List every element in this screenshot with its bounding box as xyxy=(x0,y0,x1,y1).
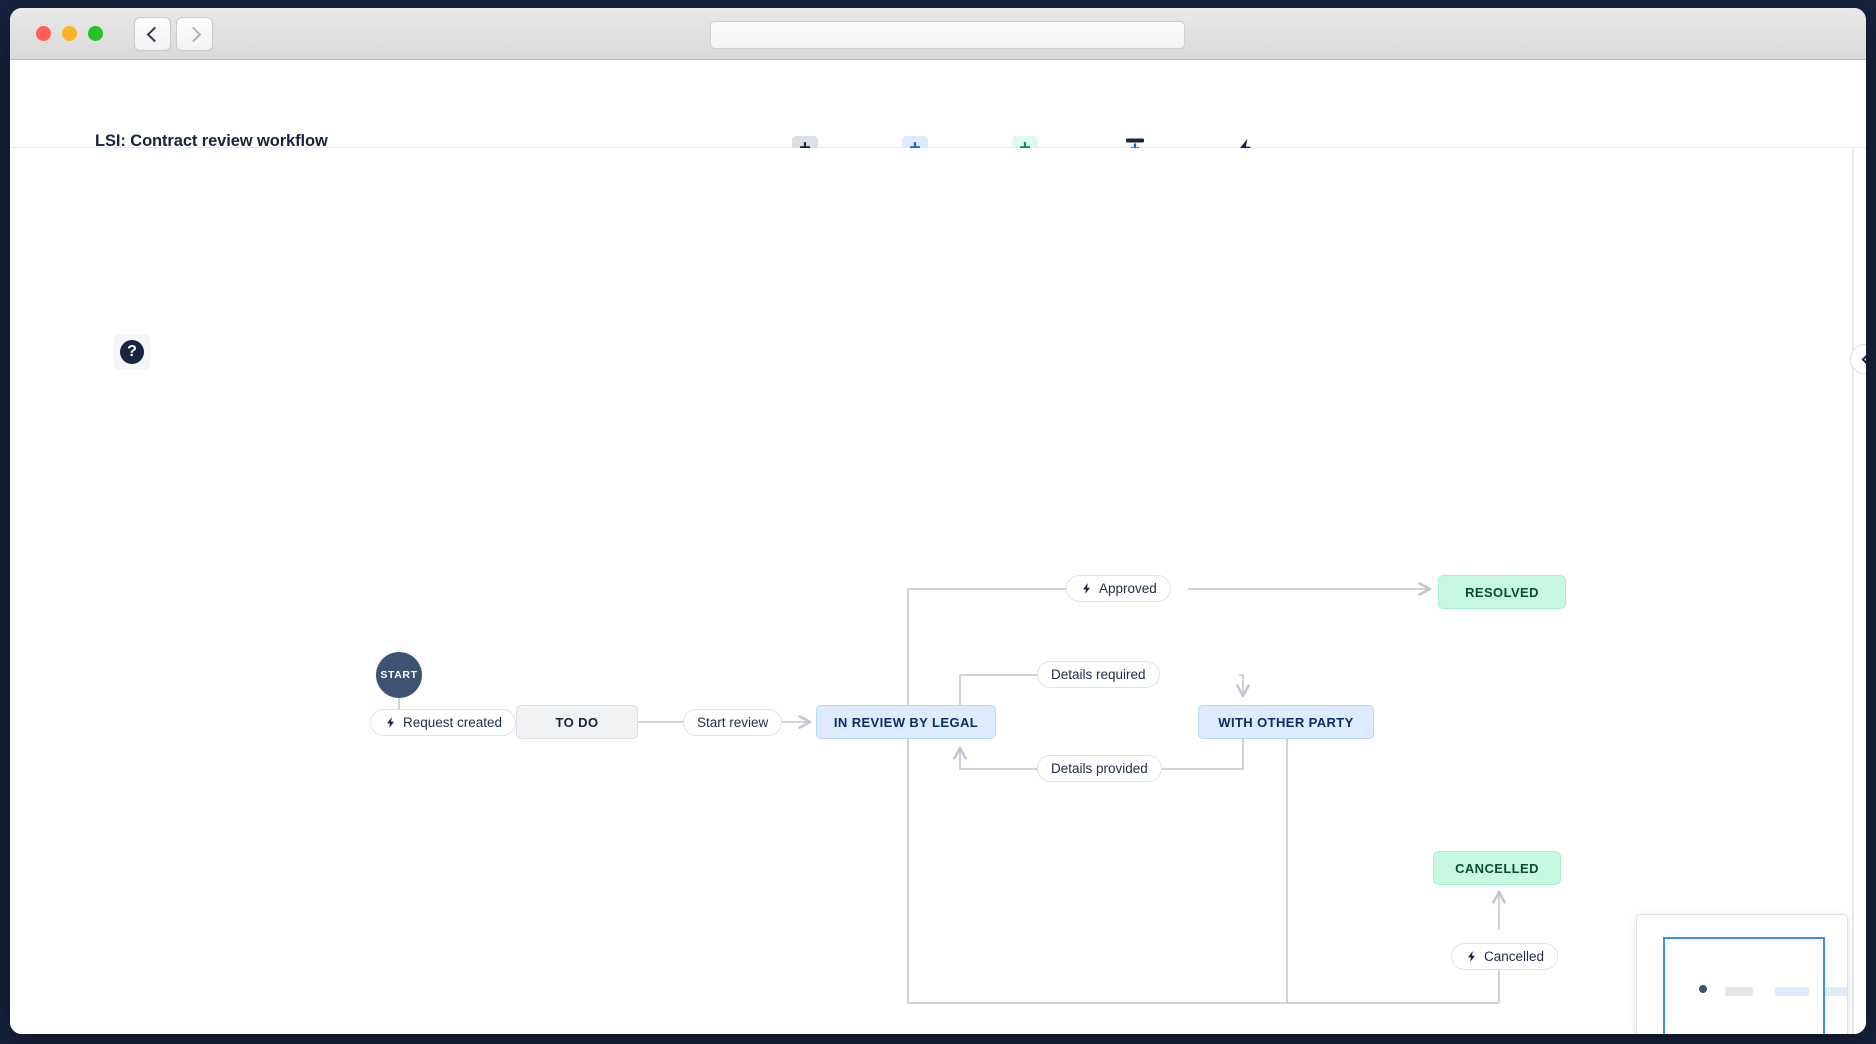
question-mark-icon: ? xyxy=(120,340,144,364)
workflow-editor-app: LSI: Contract review workflow Used in 1 … xyxy=(10,60,1866,1034)
help-button[interactable]: ? xyxy=(114,334,150,370)
minimap-viewport[interactable] xyxy=(1663,937,1847,1034)
window-traffic-lights xyxy=(36,26,103,41)
browser-window: LSI: Contract review workflow Used in 1 … xyxy=(10,8,1866,1034)
transition-label: Approved xyxy=(1099,581,1157,596)
canvas-minimap[interactable] xyxy=(1636,914,1848,1034)
workflow-node-with-other-party[interactable]: WITH OTHER PARTY xyxy=(1198,705,1374,739)
workflow-node-cancelled[interactable]: CANCELLED xyxy=(1433,851,1561,885)
transition-details-required[interactable]: Details required xyxy=(1037,661,1160,688)
transition-approved[interactable]: Approved xyxy=(1066,575,1171,602)
transition-cancelled[interactable]: Cancelled xyxy=(1451,943,1559,970)
minimap-node-chip xyxy=(1725,987,1753,996)
page-title: LSI: Contract review workflow xyxy=(95,132,328,150)
workflow-canvas[interactable]: ? xyxy=(10,148,1866,1034)
workflow-node-in-review-by-legal[interactable]: IN REVIEW BY LEGAL xyxy=(816,705,996,739)
lightning-icon xyxy=(1080,581,1093,596)
editor-header: LSI: Contract review workflow Used in 1 … xyxy=(10,60,1866,185)
minimap-node-chip xyxy=(1775,987,1809,996)
browser-nav-buttons xyxy=(134,17,213,51)
lightning-icon xyxy=(384,715,397,730)
transition-request-created[interactable]: Request created xyxy=(370,709,517,736)
workflow-node-resolved[interactable]: RESOLVED xyxy=(1438,575,1566,609)
minimap-node-chip xyxy=(1825,987,1847,996)
transition-label: Details required xyxy=(1051,667,1146,682)
chevron-left-icon xyxy=(1861,354,1866,364)
workflow-edges xyxy=(398,582,1506,1004)
lightning-icon xyxy=(1465,949,1478,964)
address-bar[interactable] xyxy=(710,21,1185,49)
transition-label: Start review xyxy=(697,715,769,730)
workflow-node-start[interactable]: START xyxy=(376,652,422,698)
back-button[interactable] xyxy=(134,17,171,51)
chevron-left-icon xyxy=(146,26,162,42)
workflow-node-to-do[interactable]: TO DO xyxy=(516,705,638,739)
maximize-window-button[interactable] xyxy=(88,26,103,41)
transition-details-provided[interactable]: Details provided xyxy=(1037,755,1162,782)
forward-button[interactable] xyxy=(176,17,213,51)
minimap-start-node xyxy=(1699,985,1707,993)
transition-start-review[interactable]: Start review xyxy=(683,709,783,736)
transition-label: Details provided xyxy=(1051,761,1148,776)
minimize-window-button[interactable] xyxy=(62,26,77,41)
right-panel-divider xyxy=(1852,148,1854,1034)
browser-chrome xyxy=(10,8,1866,60)
chevron-right-icon xyxy=(185,26,201,42)
close-window-button[interactable] xyxy=(36,26,51,41)
transition-label: Request created xyxy=(403,715,503,730)
transition-label: Cancelled xyxy=(1484,949,1545,964)
